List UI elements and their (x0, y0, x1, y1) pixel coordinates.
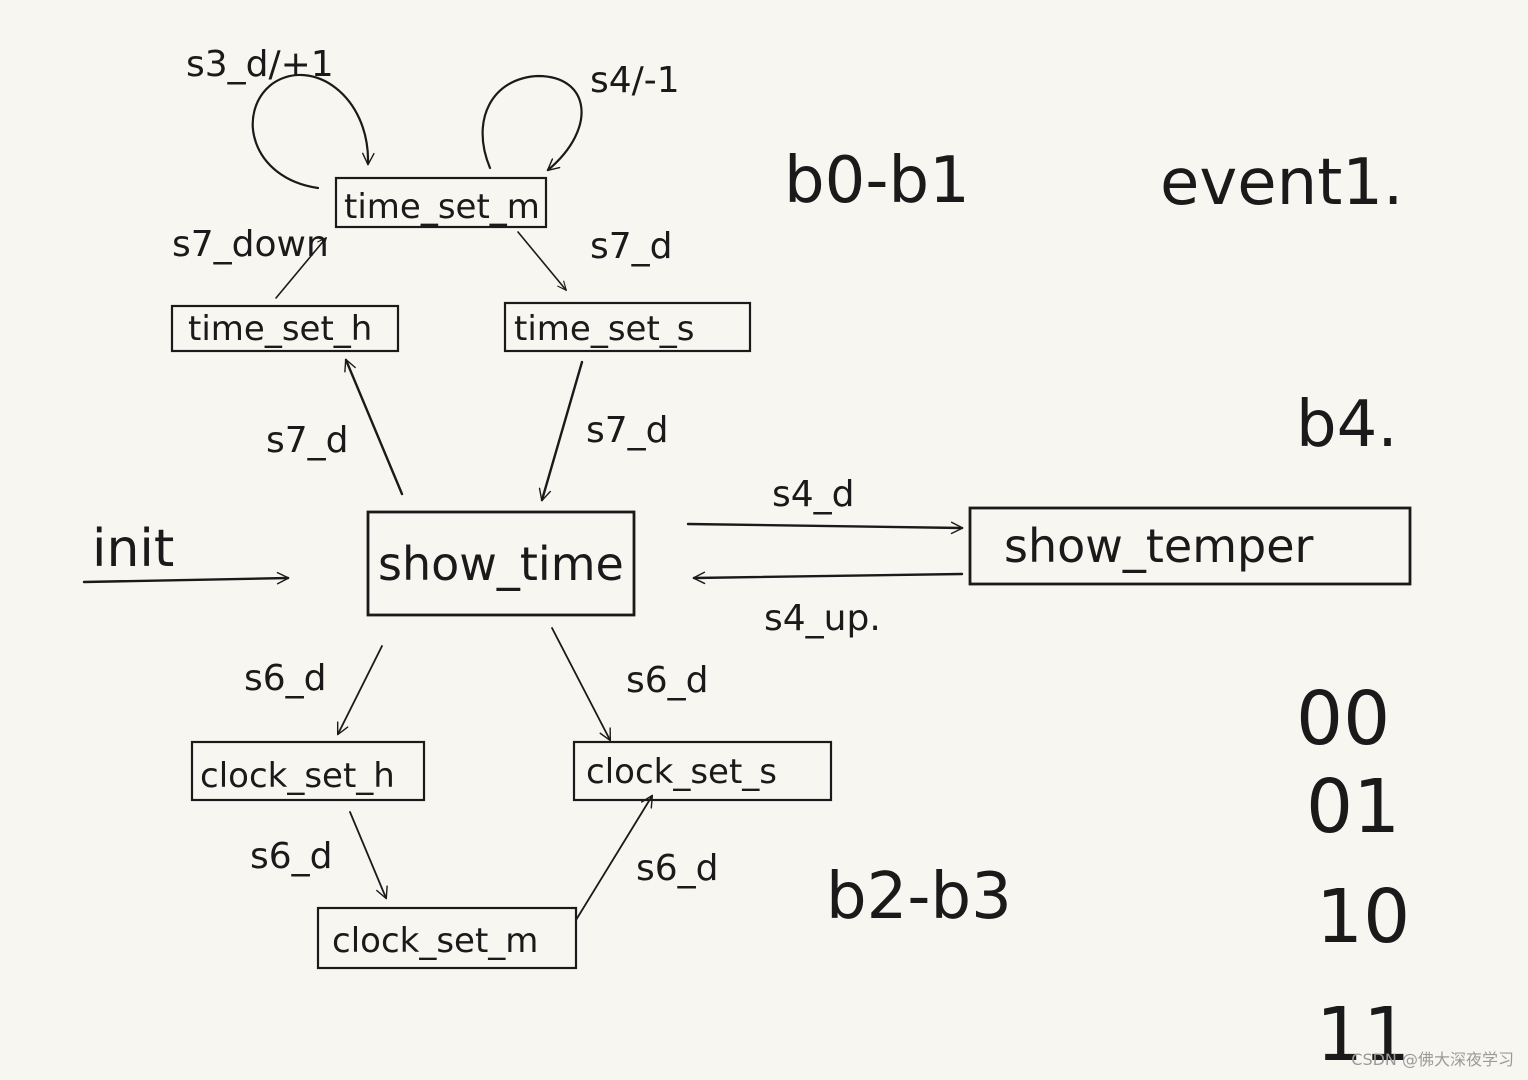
transition-label-self-plus: s3_d/+1 (186, 44, 334, 85)
transition-time-to-clock-h (336, 645, 383, 736)
transition-label-time-to-clock-s: s6_d (626, 660, 709, 701)
bit-code-item: 11 (1316, 992, 1410, 1078)
state-label-clock-set-m: clock_set_m (332, 921, 538, 961)
transition-label-temper-to-time: s4_up. (764, 598, 881, 639)
transition-time-to-temper (686, 521, 964, 535)
state-time-set-h: time_set_h (170, 304, 400, 353)
state-clock-set-m: clock_set_m (316, 906, 578, 970)
transition-label-time-to-clock-h: s6_d (244, 658, 327, 699)
state-show-temper: show_temper (968, 506, 1412, 586)
transition-label-init: init (92, 519, 174, 579)
state-label-show-time: show_time (378, 537, 624, 591)
state-label-time-set-m: time_set_m (344, 187, 540, 227)
transition-label-s-to-time: s7_d (586, 410, 669, 451)
watermark: CSDN @佛大深夜学习 (1351, 1050, 1514, 1069)
transition-temper-to-time (692, 571, 964, 585)
note-bit-4: b4. (1296, 388, 1398, 462)
bit-code-item: 01 (1306, 764, 1400, 850)
transition-init (82, 571, 290, 585)
transition-m-to-s (517, 231, 567, 291)
state-clock-set-s: clock_set_s (572, 740, 833, 802)
transition-label-time-to-temper: s4_d (772, 474, 855, 515)
bit-code-item: 10 (1316, 874, 1410, 960)
transition-clock-m-to-s (575, 794, 654, 921)
state-show-time: show_time (366, 510, 636, 617)
state-label-clock-set-h: clock_set_h (200, 756, 395, 796)
transition-clock-h-to-m (349, 811, 388, 900)
state-label-show-temper: show_temper (1004, 519, 1314, 573)
bit-codes-list: 00 01 10 11 (1296, 676, 1410, 1078)
state-clock-set-h: clock_set_h (190, 740, 426, 802)
transition-label-self-minus: s4/-1 (590, 60, 680, 101)
note-event: event1. (1160, 146, 1403, 220)
transition-self-loop-plus (251, 73, 375, 190)
state-label-time-set-h: time_set_h (188, 309, 372, 349)
transition-time-to-h (344, 358, 404, 496)
transition-m-to-h (275, 237, 327, 299)
transition-s-to-time (538, 360, 584, 502)
state-time-set-m: time_set_m (334, 176, 548, 229)
state-label-time-set-s: time_set_s (514, 309, 695, 349)
note-bits-01: b0-b1 (784, 144, 970, 218)
transition-label-m-to-h: s7_down (172, 224, 329, 265)
transition-label-time-to-h: s7_d (266, 420, 349, 461)
state-label-clock-set-s: clock_set_s (586, 752, 777, 792)
note-bits-23: b2-b3 (826, 860, 1012, 934)
state-time-set-s: time_set_s (503, 301, 752, 353)
transition-time-to-clock-s (551, 627, 612, 742)
transition-label-clock-h-to-m: s6_d (250, 836, 333, 877)
bit-code-item: 00 (1296, 676, 1390, 762)
transition-self-loop-minus (481, 74, 583, 172)
transition-label-clock-m-to-s: s6_d (636, 848, 719, 889)
transition-label-m-to-s: s7_d (590, 226, 673, 267)
